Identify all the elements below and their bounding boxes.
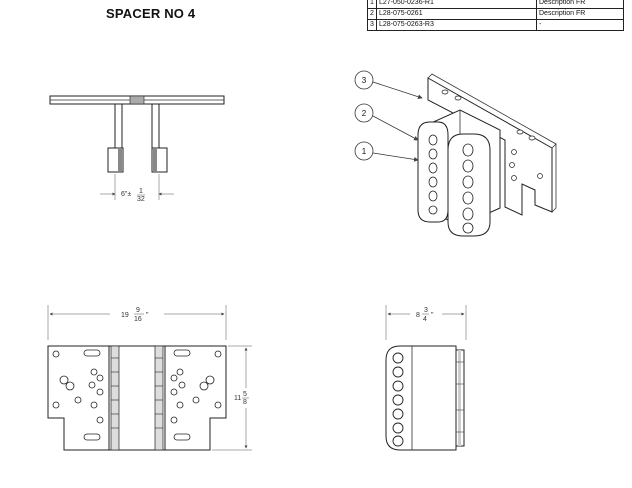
isometric-view: 3 2 1 — [354, 70, 557, 237]
side-width-dimension: 8 — [416, 312, 420, 319]
balloon-1-label: 1 — [362, 147, 367, 156]
svg-text:": " — [146, 312, 149, 319]
balloon-1 — [354, 141, 374, 161]
overall-height-frac-num: 5 — [243, 391, 247, 398]
top-width-frac-num: 1 — [139, 188, 143, 195]
bom-row: 3 L28-075-0263-R3 - — [367, 19, 624, 31]
top-width-dimension: 6"± — [121, 191, 131, 198]
top-view: 6"± 1 32 — [49, 95, 225, 203]
balloon-2 — [354, 103, 374, 123]
bill-of-materials-table: 1 L27-050-0236-R1 Description FR 2 L28-0… — [367, 0, 624, 31]
overall-height-frac-den: 8 — [243, 399, 247, 406]
side-view: 8 3 4 " — [385, 305, 467, 451]
svg-text:": " — [431, 312, 434, 319]
front-view: 19 9 16 " — [47, 305, 252, 451]
overall-width-dimension: 19 — [121, 312, 129, 319]
overall-height-dimension: 11 — [234, 395, 241, 402]
balloon-2-label: 2 — [362, 109, 367, 118]
balloon-3-label: 3 — [362, 76, 367, 85]
overall-width-frac-den: 16 — [134, 316, 142, 323]
bom-description: - — [536, 19, 624, 31]
overall-width-frac-num: 9 — [136, 307, 140, 314]
balloon-3 — [354, 70, 374, 90]
drawing-title: SPACER NO 4 — [106, 6, 196, 21]
top-width-frac-den: 32 — [137, 196, 145, 203]
side-width-frac-den: 4 — [423, 316, 427, 323]
side-width-frac-num: 3 — [424, 307, 428, 314]
